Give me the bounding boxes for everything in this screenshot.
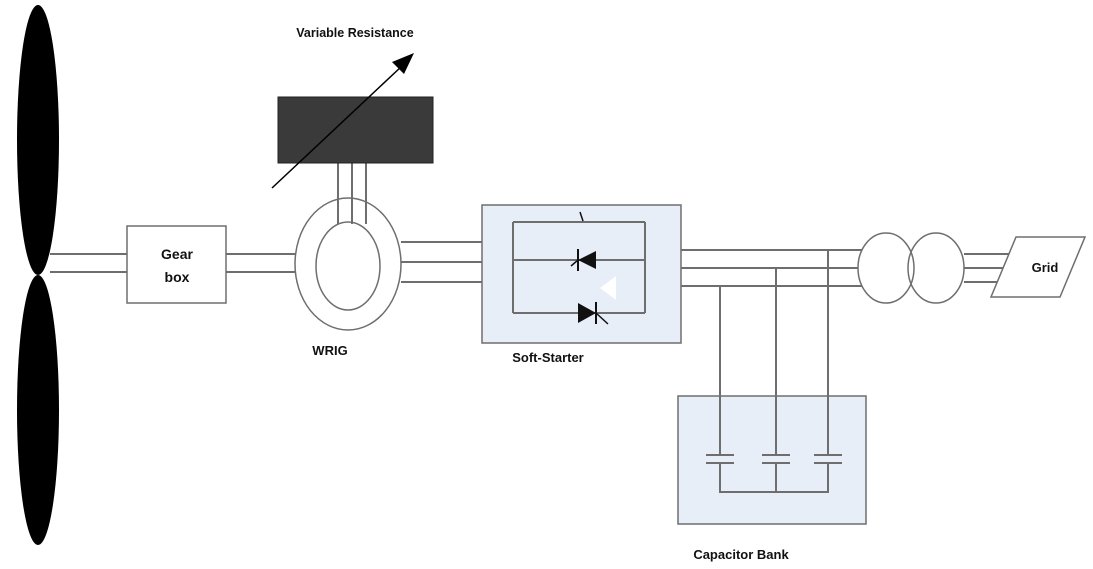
thyristor-bottom	[578, 302, 609, 325]
variable-resistance-label: Variable Resistance	[296, 26, 413, 40]
upper-blade	[17, 5, 59, 275]
rotor-leads	[337, 163, 367, 224]
resistor-block	[277, 96, 434, 164]
variable-arrow-shaft	[271, 65, 403, 189]
gearbox-label-line2: box	[165, 269, 190, 285]
capacitor-bank-label: Capacitor Bank	[693, 547, 789, 562]
transformer	[857, 232, 965, 304]
grid-shape	[989, 236, 1087, 298]
transformer-primary	[857, 232, 915, 304]
gearbox-label-line1: Gear	[161, 246, 193, 262]
turbine-blades	[17, 5, 59, 545]
grid: Grid	[989, 236, 1087, 298]
switch-mark	[579, 211, 584, 222]
capacitor-3	[814, 454, 842, 464]
thyristor-white-gate	[600, 276, 616, 300]
high-speed-shaft	[226, 253, 298, 273]
lower-blade	[17, 275, 59, 545]
soft-starter-label: Soft-Starter	[512, 350, 584, 365]
gearbox-box	[126, 225, 227, 304]
capacitor-bank-box	[677, 395, 867, 525]
capacitor-1	[706, 454, 734, 464]
wrig-generator: WRIG	[294, 197, 402, 358]
gearbox: Gear box	[126, 225, 227, 304]
soft-starter: Soft-Starter	[481, 204, 682, 365]
variable-arrow-head	[392, 53, 414, 74]
grid-label: Grid	[1032, 260, 1059, 275]
variable-resistance: Variable Resistance	[271, 26, 434, 189]
wrig-rotor	[315, 221, 381, 311]
capacitor-2	[762, 454, 790, 464]
wrig-label: WRIG	[312, 343, 347, 358]
capacitor-bank: Capacitor Bank	[677, 395, 867, 562]
thyristor-top	[570, 249, 596, 271]
grid-side-lines	[681, 249, 862, 287]
stator-lines	[401, 241, 482, 283]
low-speed-shaft	[50, 253, 127, 273]
transformer-secondary	[907, 232, 965, 304]
soft-starter-box	[481, 204, 682, 344]
